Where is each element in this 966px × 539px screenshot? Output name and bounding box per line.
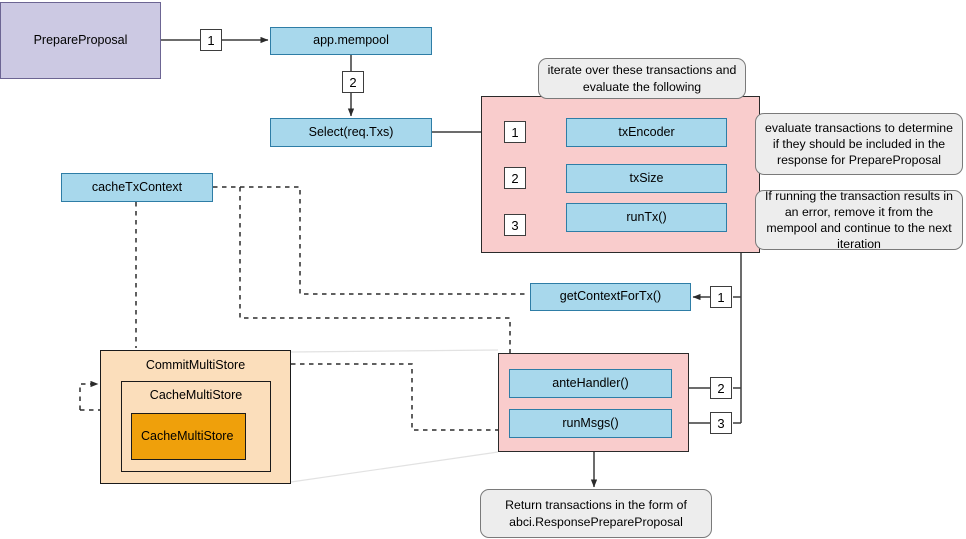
step-badge-top-2: 2 (342, 71, 364, 93)
node-prepare-proposal[interactable]: PrepareProposal (0, 2, 161, 79)
step-badge-group1-2-label: 2 (511, 170, 519, 186)
node-run-msgs-label: runMsgs() (562, 415, 619, 430)
node-ante-handler-label: anteHandler() (552, 375, 629, 390)
step-badge-group1-1: 1 (504, 121, 526, 143)
node-run-msgs[interactable]: runMsgs() (509, 409, 672, 438)
step-badge-group1-3-label: 3 (511, 217, 519, 233)
node-app-mempool-label: app.mempool (313, 33, 389, 48)
node-select-req-txs-label: Select(req.Txs) (308, 124, 394, 139)
step-badge-group2-3-label: 3 (717, 415, 725, 431)
callout-iterate-text: iterate over these transactions and eval… (547, 63, 737, 94)
node-cache-multi-store-inner[interactable]: CacheMultiStore (131, 413, 246, 460)
step-badge-group1-1-label: 1 (511, 124, 519, 140)
callout-error: If running the transaction results in an… (755, 188, 963, 252)
node-get-context-for-tx[interactable]: getContextForTx() (530, 283, 691, 311)
step-badge-group2-1: 1 (710, 286, 732, 308)
callout-iterate: iterate over these transactions and eval… (538, 58, 746, 99)
node-prepare-proposal-label: PrepareProposal (33, 32, 128, 47)
wire-commitstore-to-runmsgs (291, 363, 508, 434)
node-get-context-for-tx-label: getContextForTx() (559, 289, 662, 304)
node-tx-encoder-label: txEncoder (618, 124, 675, 139)
step-badge-group2-2-label: 2 (717, 380, 725, 396)
node-tx-size-label: txSize (629, 170, 664, 185)
wire-loop-commitstore-in (79, 380, 99, 410)
node-cache-tx-context[interactable]: cacheTxContext (61, 173, 213, 202)
step-badge-group1-2: 2 (504, 167, 526, 189)
node-run-tx[interactable]: runTx() (566, 203, 727, 232)
callout-evaluate-text: evaluate transactions to determine if th… (765, 120, 953, 168)
node-commit-multi-store-label: CommitMultiStore (145, 358, 246, 372)
callout-evaluate: evaluate transactions to determine if th… (755, 113, 963, 175)
node-run-tx-label: runTx() (626, 209, 667, 224)
step-badge-top-1-label: 1 (207, 32, 215, 48)
node-cache-multi-store-inner-label: CacheMultiStore (141, 428, 234, 443)
wire-store-group-link (290, 349, 499, 483)
node-tx-size[interactable]: txSize (566, 164, 727, 193)
step-badge-top-1: 1 (200, 29, 222, 51)
node-ante-handler[interactable]: anteHandler() (509, 369, 672, 398)
node-cache-tx-context-label: cacheTxContext (91, 179, 183, 194)
node-select-req-txs[interactable]: Select(req.Txs) (270, 118, 432, 147)
step-badge-top-2-label: 2 (349, 74, 357, 90)
node-app-mempool[interactable]: app.mempool (270, 27, 432, 55)
node-cache-multi-store-outer-label: CacheMultiStore (149, 388, 243, 402)
wire-cachetx-to-antehandler (239, 187, 514, 367)
node-tx-encoder[interactable]: txEncoder (566, 118, 727, 147)
step-badge-group1-3: 3 (504, 214, 526, 236)
callout-error-text: If running the transaction results in an… (765, 188, 953, 252)
step-badge-group2-3: 3 (710, 412, 732, 434)
step-badge-group2-1-label: 1 (717, 289, 725, 305)
node-return-response: Return transactions in the form of abci.… (480, 489, 712, 538)
node-return-response-label: Return transactions in the form of abci.… (505, 498, 687, 529)
step-badge-group2-2: 2 (710, 377, 732, 399)
